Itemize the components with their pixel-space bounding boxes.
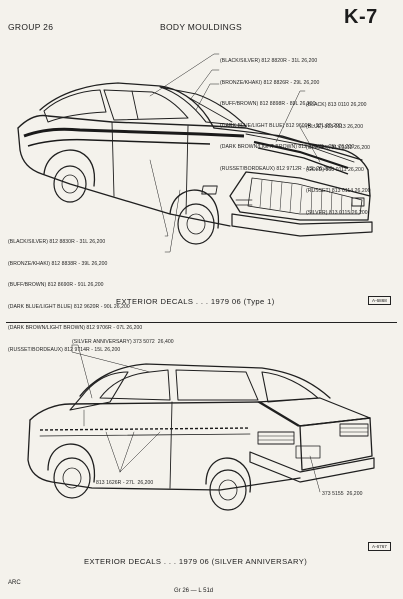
callout-line: (BLUE) 813 0113 26,200: [306, 123, 364, 130]
callout-line: (DARK BROWN/LIGHT BROWN) 812 9706R - 07L…: [8, 325, 143, 332]
section-title: BODY MOULDINGS: [160, 22, 242, 32]
callout-line: (BRONZE/KHAKI) 812 8838R - 39L 26,200: [8, 260, 108, 267]
diagram-1-ref: A-6868: [368, 296, 391, 305]
callout-line: (BLACK/SILVER) 812 8820R - 31L 26,200: [220, 58, 318, 65]
group-label: GROUP 26: [8, 22, 54, 32]
callout-line: (DARK BLUE/LIGHT BLUE) 812 9620R - 90L 2…: [8, 303, 130, 310]
diagram-1-caption: EXTERIOR DECALS . . . 1979 06 (Type 1): [116, 297, 275, 306]
callout-line: (SILVER) 813 0115 26,200: [306, 209, 368, 216]
rear-callout: 373 5155 26,200: [322, 491, 363, 497]
callout-line: (BLACK/SILVER) 812 8830R - 31L 26,200: [8, 239, 106, 246]
footer-left: ARC: [8, 580, 21, 586]
diagram-2-ref: A-6767: [368, 542, 391, 551]
car-2-drawing: [27, 344, 375, 511]
right-callouts: (BLACK) 813 0110 26,200 (BLUE) 813 0113 …: [306, 88, 371, 224]
callout-line: (GOLD) 813 0111 26,200: [306, 166, 364, 173]
section-divider: [6, 322, 397, 323]
callout-line: (BUFF/BROWN) 812 8690R - 91L 26,200: [8, 282, 104, 289]
top-callout: (SILVER ANNIVERSARY) 373 5072 26,400: [72, 339, 174, 345]
callout-line: (GINGER) 813 0112 26,200: [306, 145, 370, 152]
footer-page-ref: Gr 26 — L 51d: [174, 588, 214, 594]
diagram-2-caption: EXTERIOR DECALS . . . 1979 06 (SILVER AN…: [84, 557, 308, 566]
callout-line: (DARK BLUE/LIGHT BLUE) 812 9600R - 97L 2…: [220, 122, 342, 129]
upper-right-callouts: (BLACK/SILVER) 812 8820R - 31L 26,200 (B…: [220, 44, 354, 180]
callout-line: (BRONZE/KHAKI) 812 8826R - 29L 26,200: [220, 79, 320, 86]
car-1-drawing: [17, 53, 373, 253]
side-callout: 813 1626R - 27L 26,200: [96, 480, 154, 486]
page-code: K-7: [344, 6, 378, 28]
callout-line: (BUFF/BROWN) 812 8898R - 89L 26,200: [220, 101, 316, 108]
callout-line: (RUSSET/BORDEAUX) 812 9714R - 15L 26,200: [8, 346, 121, 353]
callout-line: (RUSSET/BORDEAUX) 812 9712R - 13L 26,200: [220, 165, 333, 172]
callout-line: (DARK BROWN/LIGHT BROWN) 812 9704R - 05L…: [220, 144, 355, 151]
lower-left-callouts: (BLACK/SILVER) 812 8830R - 31L 26,200 (B…: [8, 225, 142, 361]
callout-line: (BLACK) 813 0110 26,200: [306, 102, 367, 109]
callout-line: (RUSSET) 813 0114 26,200: [306, 188, 371, 195]
